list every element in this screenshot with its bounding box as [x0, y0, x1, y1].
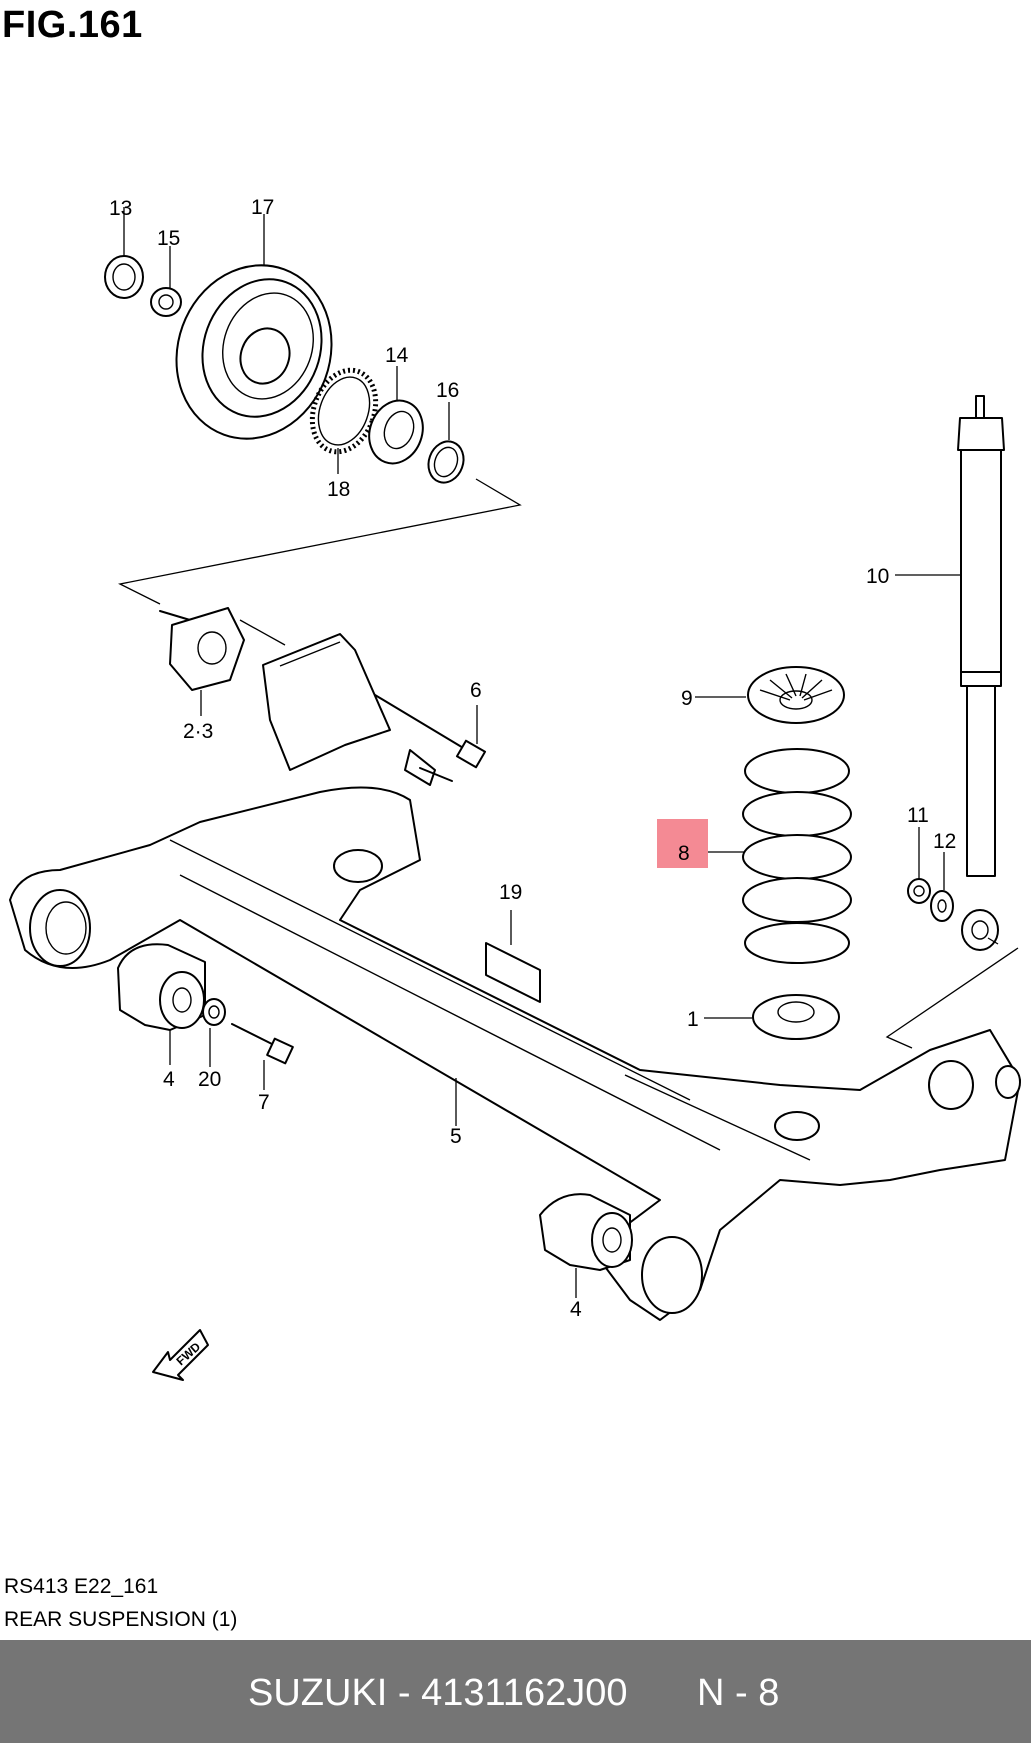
callout-18: 18: [327, 478, 350, 501]
callout-8: 8: [678, 842, 690, 865]
callout-2-3: 2·3: [183, 720, 213, 743]
callout-13: 13: [109, 197, 132, 220]
callout-5: 5: [450, 1125, 462, 1148]
axle-beam-5: [9, 786, 1021, 1321]
callout-20: 20: [198, 1068, 221, 1091]
callout-14: 14: [385, 344, 409, 367]
label-plate-19: [485, 910, 541, 1003]
exploded-diagram: FWD 13 17 15 14 16 18 10 2·3 6 9 8 11 12…: [9, 196, 1021, 1381]
callout-19: 19: [499, 881, 522, 904]
washer-20: [202, 998, 226, 1067]
bolt-7: [231, 1023, 294, 1090]
callout-6: 6: [470, 679, 482, 702]
section-name: REAR SUSPENSION (1): [4, 1608, 238, 1631]
fwd-direction-arrow: FWD: [152, 1329, 209, 1381]
callout-4-right: 4: [570, 1298, 582, 1321]
circlip-16: [427, 402, 465, 484]
callout-11: 11: [907, 804, 929, 827]
footer-position: N - 8: [697, 1672, 780, 1714]
bush-4-right: [539, 1193, 633, 1298]
callout-10: 10: [866, 565, 889, 588]
footer-part-number: SUZUKI - 4131162J00: [248, 1672, 628, 1714]
coil-spring-8: [698, 748, 852, 964]
nut-11: [907, 827, 931, 904]
drum-cap-13: [104, 207, 144, 299]
callout-12: 12: [933, 830, 956, 853]
callout-7: 7: [258, 1091, 270, 1114]
callout-4-left: 4: [163, 1068, 175, 1091]
figure-title: FIG.161: [2, 4, 143, 46]
hub-stud-plate-2-3: [159, 607, 286, 716]
model-code: RS413 E22_161: [4, 1575, 159, 1598]
lower-spring-seat-1: [704, 994, 840, 1040]
nut-15: [150, 246, 182, 317]
callout-15: 15: [157, 227, 180, 250]
upper-spring-seat-9: [695, 666, 845, 724]
footer-bar: SUZUKI - 4131162J00 N - 8: [0, 1640, 1031, 1743]
brake-drum-17: [175, 214, 333, 440]
callout-17: 17: [251, 196, 274, 219]
washer-12: [930, 852, 954, 922]
highlight-box-8: [657, 819, 708, 868]
wheel-bearing-14: [368, 366, 424, 465]
callout-9: 9: [681, 687, 693, 710]
bolt-6: [359, 685, 487, 769]
callout-1: 1: [687, 1008, 699, 1031]
shock-absorber-10: [885, 395, 1019, 1049]
bush-4-left: [117, 943, 206, 1065]
group-boundary-line: [118, 478, 522, 605]
spring-bracket: [262, 633, 453, 786]
callout-16: 16: [436, 379, 459, 402]
